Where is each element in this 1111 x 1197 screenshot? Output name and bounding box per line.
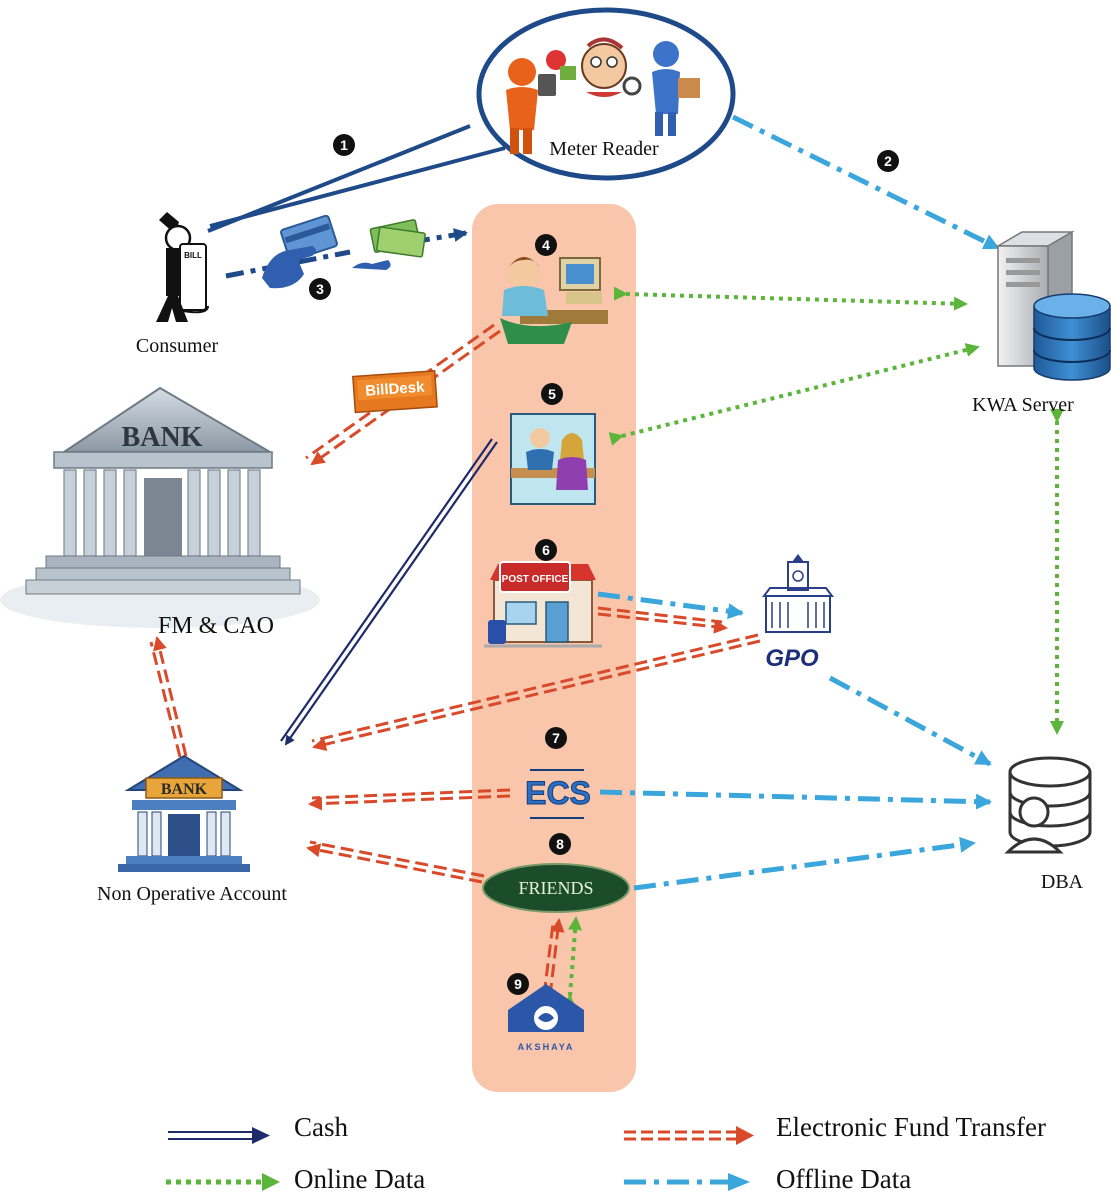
- legend: Cash Electronic Fund Transfer Online Dat…: [166, 1112, 1046, 1194]
- online-counter-icon: [500, 257, 608, 344]
- gpo-text: GPO: [765, 645, 819, 672]
- step-4-marker: 4: [535, 234, 557, 256]
- svg-text:1: 1: [340, 137, 348, 153]
- fm-cao-bank-icon: BANK: [0, 386, 320, 628]
- counter-server-online: [613, 286, 968, 311]
- dba-icon: [1004, 756, 1092, 854]
- consumer-icon: BILL: [156, 212, 209, 322]
- legend-cash-label: Cash: [294, 1112, 349, 1142]
- svg-text:5: 5: [548, 386, 556, 402]
- ecs-to-account-eft: [308, 788, 511, 811]
- friends-icon: FRIENDS: [482, 863, 630, 913]
- step-5-marker: 5: [541, 383, 563, 405]
- post-office-sign: POST OFFICE: [502, 574, 569, 585]
- step-7-marker: 7: [545, 727, 567, 749]
- billdesk-text: BillDesk: [365, 379, 426, 400]
- step-6-marker: 6: [535, 539, 557, 561]
- svg-text:9: 9: [514, 976, 522, 992]
- step-markers: 1 2 3 4 5 6 7 8 9: [309, 134, 899, 995]
- legend-eft-label: Electronic Fund Transfer: [776, 1112, 1046, 1142]
- meter-reader-icon: [506, 37, 700, 154]
- step-1-marker: 1: [333, 134, 355, 156]
- non-operative-account-label: Non Operative Account: [97, 883, 287, 905]
- billdesk-logo: BillDesk: [352, 370, 438, 414]
- svg-text:3: 3: [316, 281, 324, 297]
- meter-reader-label: Meter Reader: [549, 138, 659, 160]
- legend-online-swatch: [166, 1173, 280, 1191]
- kwa-server-label: KWA Server: [972, 394, 1074, 416]
- consumer-to-reader-line-2: [209, 146, 506, 228]
- legend-cash-swatch: [168, 1127, 270, 1144]
- gpo-to-dba-offline: [828, 675, 992, 767]
- cash-payment-icon: [352, 219, 426, 270]
- account-to-fmcao-eft: [149, 636, 188, 758]
- dba-label: DBA: [1041, 871, 1084, 893]
- svg-text:6: 6: [542, 542, 550, 558]
- non-operative-bank-sign: BANK: [161, 781, 208, 798]
- fm-cao-bank-sign: BANK: [122, 422, 203, 453]
- svg-text:8: 8: [556, 836, 564, 852]
- legend-offline-label: Offline Data: [776, 1164, 911, 1194]
- friends-to-dba-offline: [633, 836, 976, 891]
- ecs-text: ECS: [525, 775, 591, 811]
- friends-text: FRIENDS: [518, 878, 593, 898]
- step-8-marker: 8: [549, 833, 571, 855]
- akshaya-friends-online: [562, 916, 583, 1009]
- reader-to-server-offline: [731, 114, 1000, 251]
- step-3-marker: 3: [309, 278, 331, 300]
- friends-to-account-eft: [306, 840, 485, 884]
- post-office-icon: POST OFFICE: [484, 561, 602, 648]
- ecs-icon: ECS: [525, 769, 591, 819]
- legend-eft-head: [736, 1126, 754, 1145]
- step-9-marker: 9: [507, 973, 529, 995]
- non-operative-account-bank-icon: BANK: [118, 754, 250, 872]
- gpo-to-account-eft: [311, 633, 761, 752]
- akshaya-text: AKSHAYA: [518, 1042, 575, 1052]
- bankcounter-to-account-cash: [280, 438, 498, 746]
- consumer-label: Consumer: [136, 335, 219, 357]
- ecs-to-dba-offline: [599, 789, 992, 810]
- fm-cao-label: FM & CAO: [158, 613, 274, 639]
- svg-text:7: 7: [552, 730, 560, 746]
- meter-reader-bubble: Meter Reader: [476, 7, 736, 181]
- step-2-marker: 2: [877, 150, 899, 172]
- post-office-to-gpo-eft: [597, 606, 728, 634]
- svg-text:4: 4: [542, 237, 550, 253]
- kwa-server-icon: [995, 230, 1111, 381]
- bankcounter-server-online: [608, 343, 980, 446]
- card-payment-icon: [262, 214, 338, 289]
- akshaya-to-friends-eft: [542, 918, 565, 997]
- svg-text:2: 2: [884, 153, 892, 169]
- gpo-icon: GPO: [762, 554, 834, 672]
- consumer-bill-text: BILL: [184, 251, 202, 260]
- legend-offline-swatch: [624, 1173, 750, 1191]
- akshaya-icon: AKSHAYA: [508, 984, 584, 1052]
- bank-counter-icon: [510, 413, 596, 505]
- legend-online-label: Online Data: [294, 1164, 425, 1194]
- legend-eft-swatch: [624, 1130, 738, 1141]
